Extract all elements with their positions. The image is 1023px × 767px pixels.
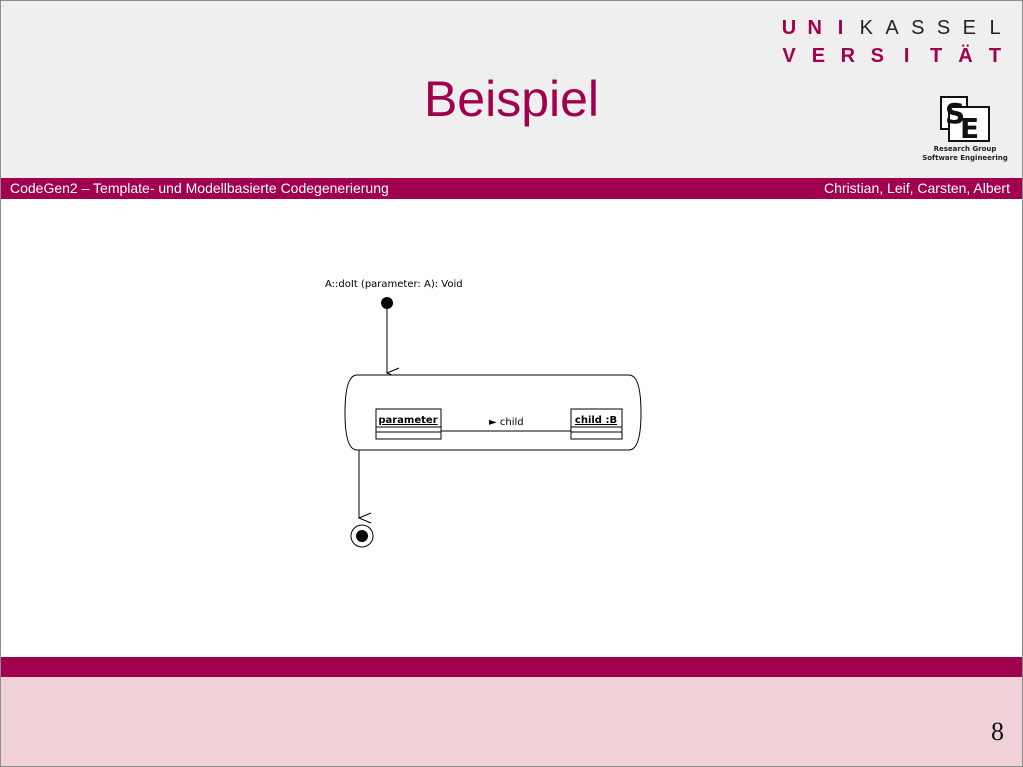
- se-logo-caption: Research Group Software Engineering: [919, 145, 1011, 163]
- uni-logo-letter: S: [911, 17, 925, 39]
- object-parameter: parameter: [375, 408, 442, 440]
- final-node: [356, 530, 368, 542]
- uni-logo-letter: I: [837, 17, 844, 39]
- uni-logo-letter: L: [989, 17, 1001, 39]
- se-logo-icon: S E: [940, 96, 990, 145]
- uni-logo-letter: E: [811, 45, 826, 67]
- uni-logo-letter: E: [962, 17, 976, 39]
- se-logo-caption-line: Research Group: [933, 145, 997, 153]
- uni-logo-letter: T: [930, 45, 943, 67]
- authors: Christian, Leif, Carsten, Albert: [824, 180, 1010, 196]
- slide-footer: [1, 677, 1022, 766]
- uni-logo-letter: K: [859, 17, 873, 39]
- slide-header: Beispiel U N I K A S S E L V E R S I T Ä: [1, 1, 1022, 178]
- uni-logo-letter: Ä: [958, 45, 973, 67]
- bottom-bar: [1, 657, 1022, 677]
- uni-logo-letter: N: [807, 17, 822, 39]
- initial-node: [381, 297, 393, 309]
- uni-logo-letter: S: [870, 45, 884, 67]
- uni-logo-letter: A: [885, 17, 899, 39]
- course-title: CodeGen2 – Template- und Modellbasierte …: [10, 180, 389, 196]
- object-child-label: child :B: [575, 415, 617, 426]
- svg-text:S: S: [945, 97, 965, 130]
- slide-title: Beispiel: [423, 71, 600, 127]
- object-child: child :B: [570, 408, 623, 440]
- uni-logo-letter: U: [781, 17, 797, 39]
- object-parameter-label: parameter: [378, 415, 437, 426]
- se-research-group-logo: S E Research Group Software Engineering: [919, 93, 1011, 167]
- page-number: 8: [991, 717, 1004, 746]
- uni-logo-row-1: U N I K A S S E L: [779, 14, 1005, 42]
- uni-logo-letter: T: [988, 45, 1002, 67]
- uni-logo-row-2: V E R S I T Ä T: [779, 42, 1005, 70]
- uni-logo-letter: V: [782, 45, 796, 67]
- uni-logo-letter: S: [936, 17, 951, 39]
- uni-kassel-logo: U N I K A S S E L V E R S I T Ä T: [779, 14, 1009, 70]
- child-link-label: ► child: [489, 417, 524, 428]
- se-logo-caption-line: Software Engineering: [922, 154, 1008, 162]
- activity-diagram: A::doIt (parameter: A): Void parameter ►…: [325, 279, 642, 548]
- uni-logo-letter: I: [903, 45, 910, 67]
- svg-text:E: E: [960, 112, 979, 145]
- method-signature: A::doIt (parameter: A): Void: [325, 279, 463, 290]
- course-bar: CodeGen2 – Template- und Modellbasierte …: [1, 178, 1022, 199]
- uni-logo-letter: R: [840, 45, 856, 67]
